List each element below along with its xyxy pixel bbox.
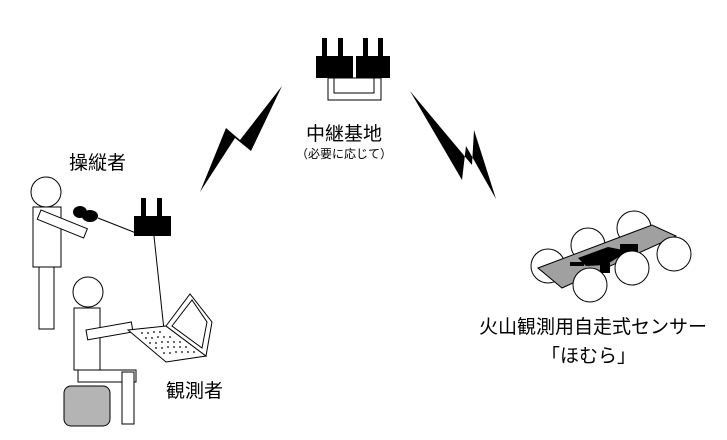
wheeled-rover-icon bbox=[530, 210, 692, 303]
handheld-controller-icon bbox=[73, 206, 98, 222]
lightning-bolt-icon-left bbox=[200, 86, 282, 192]
relay-station-note: （必要に応じて） bbox=[296, 147, 393, 161]
radio-antenna-icon bbox=[134, 198, 171, 236]
robot-name-label: 「ほむら」 bbox=[541, 345, 637, 367]
observer-figure bbox=[72, 276, 137, 425]
operator-figure bbox=[30, 176, 89, 330]
lightning-bolt-icon-right bbox=[410, 91, 496, 199]
relay-station-label: 中継基地 bbox=[306, 123, 383, 145]
relay-antenna-icon bbox=[316, 38, 390, 101]
laptop-icon bbox=[126, 293, 213, 363]
observer-label: 観測者 bbox=[166, 380, 224, 402]
operator-label: 操縦者 bbox=[69, 152, 127, 174]
robot-label: 火山観測用自走式センサー bbox=[479, 316, 708, 338]
seat-cushion bbox=[63, 385, 111, 427]
